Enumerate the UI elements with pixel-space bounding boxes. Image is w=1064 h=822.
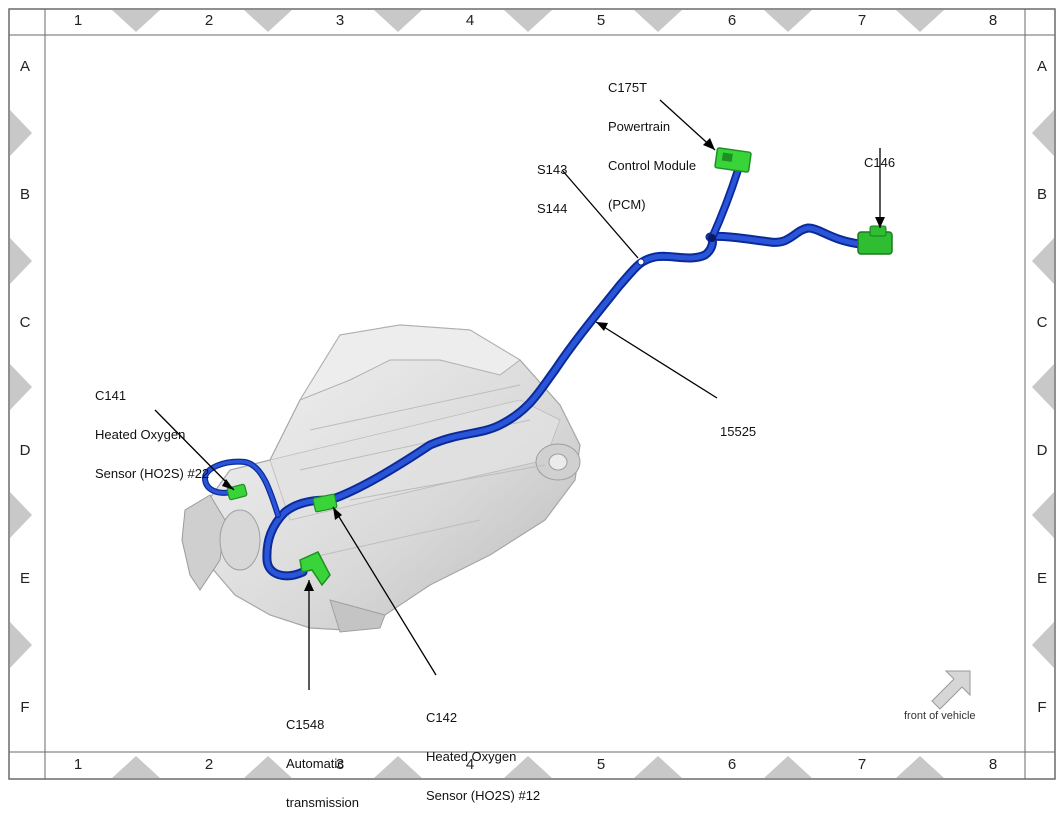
grid-markers-right (1032, 110, 1054, 668)
grid-col-3-bottom: 3 (335, 756, 345, 773)
grid-col-4: 4 (465, 12, 475, 29)
connector-c142 (312, 493, 338, 513)
grid-col-5: 5 (596, 12, 606, 29)
grid-col-3: 3 (335, 12, 345, 29)
label-c1548-line-3: transmission (286, 795, 359, 810)
grid-col-8-bottom: 8 (988, 756, 998, 773)
label-pcm-line-1: C175T (608, 80, 648, 95)
label-c1548-line-2: Automatic (286, 756, 344, 771)
grid-row-a-right: A (1036, 58, 1047, 75)
grid-row-d: D (19, 442, 31, 459)
front-of-vehicle-label: front of vehicle (904, 710, 976, 722)
grid-markers-top (112, 10, 944, 32)
grid-col-2: 2 (204, 12, 214, 29)
grid-row-d-right: D (1036, 442, 1048, 459)
grid-col-5-bottom: 5 (596, 756, 606, 773)
leader-arrowheads (222, 138, 885, 591)
label-c142-line-3: Sensor (HO2S) #12 (426, 788, 541, 803)
label-c141-line-3: Sensor (HO2S) #22 (95, 466, 210, 481)
connector-c175t-pcm (714, 147, 752, 173)
leader-lines (154, 99, 881, 690)
grid-col-2-bottom: 2 (204, 756, 214, 773)
grid-row-b: B (19, 186, 30, 203)
label-c142-line-2: Heated Oxygen (426, 749, 517, 764)
label-harness-line-1: 15525 (720, 424, 757, 439)
label-splices: S143 S144 (537, 137, 567, 228)
label-c141-line-1: C141 (95, 388, 127, 403)
label-c146-line-1: C146 (864, 155, 896, 170)
grid-col-1: 1 (73, 12, 83, 29)
grid-row-e-right: E (1036, 570, 1047, 587)
label-splice-s143: S143 (537, 162, 568, 177)
grid-row-c-right: C (1036, 314, 1048, 331)
grid-col-6-bottom: 6 (727, 756, 737, 773)
grid-col-8: 8 (988, 12, 998, 29)
label-c1548-line-1: C1548 (286, 717, 325, 732)
grid-row-f-right: F (1037, 699, 1047, 716)
grid-row-b-right: B (1036, 186, 1047, 203)
label-c142-line-1: C142 (426, 710, 458, 725)
label-c141-ho2s22: C141 Heated Oxygen Sensor (HO2S) #22 (95, 363, 209, 493)
frame-border (8, 8, 1056, 780)
grid-col-7-bottom: 7 (857, 756, 867, 773)
arrow-up-right-icon (931, 670, 971, 710)
connector-c146 (857, 225, 893, 255)
label-c146: C146 (864, 130, 895, 182)
label-pcm-line-4: (PCM) (608, 197, 646, 212)
grid-markers-bottom (112, 756, 944, 778)
label-harness-15525: 15525 (720, 399, 756, 451)
label-c1548: C1548 Automatic transmission (286, 692, 359, 822)
grid-row-a: A (19, 58, 30, 75)
grid-row-f: F (20, 699, 30, 716)
grid-col-6: 6 (727, 12, 737, 29)
wiring-diagram: 1 2 3 4 5 6 7 8 1 2 3 4 5 6 7 8 A B C D … (8, 8, 1056, 809)
grid-col-7: 7 (857, 12, 867, 29)
label-c175t-pcm: C175T Powertrain Control Module (PCM) (608, 55, 696, 224)
grid-markers-left (10, 110, 32, 668)
label-pcm-line-2: Powertrain (608, 119, 671, 134)
grid-row-c: C (19, 314, 31, 331)
connector-c1548 (299, 551, 331, 587)
wire-harness-15525 (202, 166, 865, 581)
diagram-canvas (8, 8, 1056, 780)
label-c141-line-2: Heated Oxygen (95, 427, 186, 442)
grid-col-4-bottom: 4 (465, 756, 475, 773)
label-splice-s144: S144 (537, 201, 568, 216)
grid-row-e: E (19, 570, 30, 587)
label-pcm-line-3: Control Module (608, 158, 697, 173)
grid-col-1-bottom: 1 (73, 756, 83, 773)
label-c142-ho2s12: C142 Heated Oxygen Sensor (HO2S) #12 (426, 685, 540, 815)
